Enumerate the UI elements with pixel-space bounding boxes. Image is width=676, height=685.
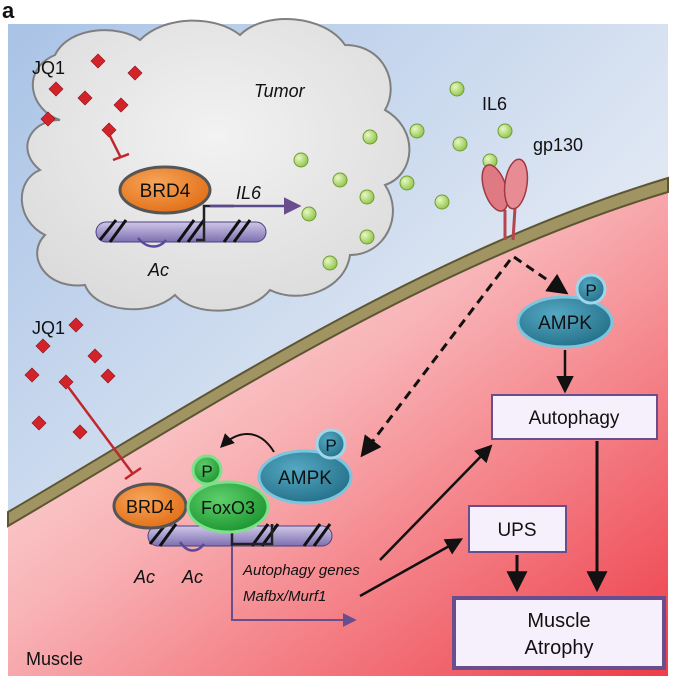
jq1-molecule [35, 338, 51, 354]
tumor-label: Tumor [254, 81, 306, 101]
jq1-molecule [58, 374, 74, 390]
jq1-molecules [24, 53, 143, 440]
ac-tumor-label: Ac [147, 260, 169, 280]
autophagy-label: Autophagy [529, 408, 620, 429]
arrow-genes-to-autophagy [379, 444, 493, 561]
autophagy-genes-label: Autophagy genes [242, 562, 360, 579]
brd4-muscle [112, 482, 188, 530]
il6-molecule [449, 81, 465, 97]
jq1-molecule [24, 367, 40, 383]
dashed-arrow-to-ampk-top [513, 255, 569, 295]
foxo3-label: FoxO3 [201, 498, 255, 518]
arrow-genes-to-ups [359, 538, 464, 598]
jq1-molecule [72, 424, 88, 440]
ampk-top-p-label: P [585, 281, 596, 300]
panel-label: a [2, 0, 15, 23]
ampk-middle-phospho [315, 428, 347, 460]
il6-molecule [359, 229, 375, 245]
il6-molecule [409, 123, 425, 139]
foxo3-phospho [191, 454, 223, 486]
cell-membrane [7, 176, 669, 528]
muscle-atrophy-box [452, 596, 666, 670]
il6-label: IL6 [482, 94, 507, 114]
il6-molecule [434, 194, 450, 210]
gp130-label: gp130 [533, 135, 583, 155]
jq1-molecule [31, 415, 47, 431]
jq1-inhibition-tumor [108, 135, 130, 162]
jq1-molecule [127, 65, 143, 81]
ampk-top-label: AMPK [538, 313, 592, 334]
il6-molecule [359, 189, 375, 205]
jq1-inhibition-muscle [64, 383, 142, 481]
brd4-tumor [118, 165, 212, 215]
jq1-molecule [40, 111, 56, 127]
ampk-top [516, 295, 614, 349]
ampk-middle-label: AMPK [278, 468, 332, 489]
jq1-molecule [101, 122, 117, 138]
ampk-top-phospho [575, 273, 607, 305]
brd4-muscle-label: BRD4 [126, 497, 174, 517]
muscle-label: Muscle [26, 649, 83, 669]
ups-label: UPS [497, 520, 536, 541]
ampk-middle-p-label: P [325, 436, 336, 455]
foxo3 [186, 480, 270, 534]
mafbx-murf1-label: Mafbx/Murf1 [243, 588, 326, 605]
gene-transcription-arrow [231, 546, 357, 627]
gp130-receptor [481, 158, 529, 241]
jq1-molecule [48, 81, 64, 97]
ac-muscle-label-2: Ac [181, 567, 203, 587]
il6-molecule [497, 123, 513, 139]
jq1-molecule [77, 90, 93, 106]
muscle-atrophy-line1: Muscle [527, 610, 590, 632]
il6-molecule [452, 136, 468, 152]
ac-muscle-label-1: Ac [133, 567, 155, 587]
il6-molecule [399, 175, 415, 191]
jq1-molecule [87, 348, 103, 364]
il6-molecule [362, 129, 378, 145]
foxo3-p-label: P [201, 462, 212, 481]
il6-gene-label: IL6 [236, 183, 262, 203]
jq1-molecule [100, 368, 116, 384]
autophagy-box [491, 394, 658, 440]
jq1-molecule [90, 53, 106, 69]
jq1-molecule [113, 97, 129, 113]
jq1-label-muscle: JQ1 [32, 318, 65, 338]
dashed-arrow-to-ampk [360, 259, 512, 458]
jq1-molecule [68, 317, 84, 333]
il6-molecules [293, 81, 513, 271]
phosphorylation-arrow [220, 433, 275, 453]
ups-box [468, 505, 567, 553]
il6-molecule [293, 152, 309, 168]
jq1-label-tumor: JQ1 [32, 58, 65, 78]
muscle-atrophy-line2: Atrophy [525, 637, 594, 659]
il6-molecule [322, 255, 338, 271]
il6-molecule [301, 206, 317, 222]
il6-molecule [332, 172, 348, 188]
brd4-tumor-label: BRD4 [140, 181, 191, 202]
ampk-middle [257, 449, 353, 505]
